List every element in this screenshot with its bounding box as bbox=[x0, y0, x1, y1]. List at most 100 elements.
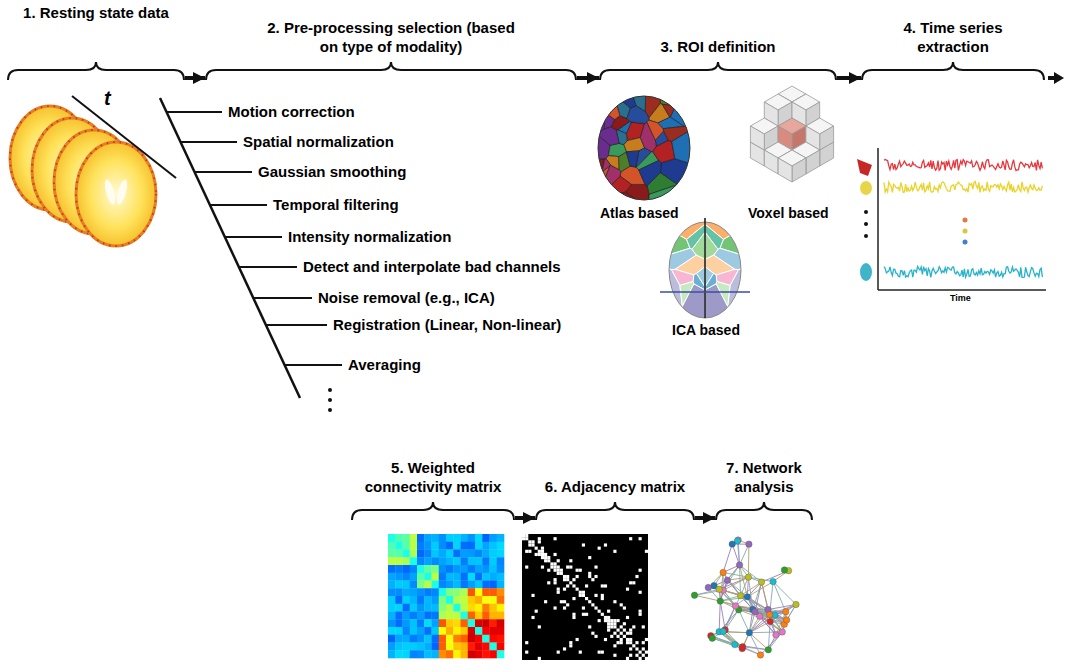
flow-arrow bbox=[185, 76, 205, 80]
connectivity-matrix bbox=[410, 550, 418, 558]
connectivity-matrix bbox=[482, 635, 490, 643]
connectivity-matrix bbox=[395, 588, 403, 596]
connectivity-matrix bbox=[388, 650, 396, 658]
brain-network bbox=[732, 603, 738, 609]
connectivity-matrix bbox=[403, 581, 411, 589]
ica-brain bbox=[671, 269, 693, 285]
connectivity-matrix bbox=[468, 581, 476, 589]
connectivity-matrix bbox=[439, 550, 447, 558]
connectivity-matrix bbox=[468, 619, 476, 627]
adjacency-matrix bbox=[569, 644, 572, 647]
adjacency-matrix bbox=[585, 584, 588, 587]
connectivity-matrix bbox=[497, 573, 505, 581]
adjacency-matrix bbox=[604, 619, 607, 622]
brain-slice bbox=[76, 142, 156, 246]
connectivity-matrix bbox=[475, 627, 483, 635]
adjacency-matrix bbox=[594, 606, 597, 609]
adjacency-matrix bbox=[576, 588, 579, 591]
adjacency-matrix bbox=[544, 556, 547, 559]
connectivity-matrix bbox=[410, 650, 418, 658]
adjacency-matrix bbox=[591, 578, 594, 581]
connectivity-matrix bbox=[453, 588, 461, 596]
brain-network bbox=[773, 582, 786, 612]
brain-network bbox=[705, 584, 711, 590]
connectivity-matrix bbox=[468, 650, 476, 658]
connectivity-matrix bbox=[417, 619, 425, 627]
connectivity-matrix bbox=[453, 650, 461, 658]
connectivity-matrix bbox=[424, 643, 432, 651]
adjacency-matrix bbox=[538, 625, 541, 628]
connectivity-matrix bbox=[475, 643, 483, 651]
atlas-brain bbox=[626, 151, 639, 167]
connectivity-matrix bbox=[497, 643, 505, 651]
adjacency-matrix bbox=[629, 638, 632, 641]
ica-brain bbox=[705, 224, 723, 249]
connectivity-matrix bbox=[497, 542, 505, 550]
connectivity-matrix bbox=[446, 596, 454, 604]
brain-network bbox=[773, 582, 796, 605]
connectivity-matrix bbox=[461, 596, 469, 604]
connectivity-matrix bbox=[482, 565, 490, 573]
adjacency-matrix bbox=[579, 651, 582, 654]
connectivity-matrix bbox=[439, 612, 447, 620]
adjacency-matrix bbox=[563, 647, 566, 650]
connectivity-matrix bbox=[410, 627, 418, 635]
connectivity-matrix bbox=[468, 565, 476, 573]
connectivity-matrix bbox=[475, 596, 483, 604]
connectivity-matrix bbox=[395, 650, 403, 658]
adjacency-matrix bbox=[632, 644, 635, 647]
connectivity-matrix bbox=[432, 534, 440, 542]
connectivity-matrix bbox=[453, 627, 461, 635]
adjacency-matrix bbox=[547, 581, 550, 584]
voxel-grid bbox=[806, 150, 820, 174]
adjacency-matrix bbox=[626, 641, 629, 644]
adjacency-matrix bbox=[613, 550, 616, 553]
connectivity-matrix bbox=[424, 534, 432, 542]
adjacency-matrix bbox=[554, 606, 557, 609]
brain-network bbox=[755, 612, 776, 635]
connectivity-matrix bbox=[475, 542, 483, 550]
brain-network bbox=[740, 544, 749, 565]
curly-bracket bbox=[206, 62, 576, 80]
adjacency-matrix bbox=[554, 562, 557, 565]
adjacency-matrix bbox=[642, 654, 645, 657]
connectivity-matrix bbox=[439, 581, 447, 589]
brain-network bbox=[717, 598, 723, 604]
brain-network bbox=[716, 586, 722, 592]
adjacency-matrix bbox=[635, 647, 638, 650]
adjacency-matrix bbox=[522, 534, 648, 660]
connectivity-matrix bbox=[482, 550, 490, 558]
adjacency-matrix bbox=[607, 629, 610, 632]
brain-network bbox=[709, 635, 715, 641]
pipeline-step: 2. Pre-processing selection (based on ty… bbox=[206, 0, 576, 84]
roi-caption: Voxel based bbox=[748, 205, 829, 222]
adjacency-matrix bbox=[639, 651, 642, 654]
connectivity-matrix bbox=[403, 573, 411, 581]
connectivity-matrix bbox=[482, 588, 490, 596]
connectivity-matrix bbox=[410, 573, 418, 581]
connectivity-matrix bbox=[490, 588, 498, 596]
adjacency-matrix bbox=[572, 578, 575, 581]
adjacency-matrix bbox=[620, 641, 623, 644]
connectivity-matrix bbox=[395, 542, 403, 550]
atlas-brain bbox=[681, 96, 694, 116]
connectivity-matrix bbox=[410, 643, 418, 651]
adjacency-matrix bbox=[554, 553, 557, 556]
adjacency-matrix bbox=[629, 647, 632, 650]
connectivity-matrix bbox=[468, 534, 476, 542]
connectivity-matrix bbox=[497, 596, 505, 604]
connectivity-matrix bbox=[446, 643, 454, 651]
connectivity-matrix bbox=[461, 573, 469, 581]
adjacency-matrix bbox=[620, 638, 623, 641]
adjacency-matrix bbox=[626, 657, 629, 660]
adjacency-matrix bbox=[554, 537, 557, 540]
connectivity-matrix bbox=[468, 573, 476, 581]
connectivity-matrix bbox=[424, 604, 432, 612]
connectivity-matrix bbox=[439, 643, 447, 651]
connectivity-matrix bbox=[388, 643, 396, 651]
connectivity-matrix bbox=[497, 588, 505, 596]
adjacency-matrix bbox=[535, 610, 538, 613]
